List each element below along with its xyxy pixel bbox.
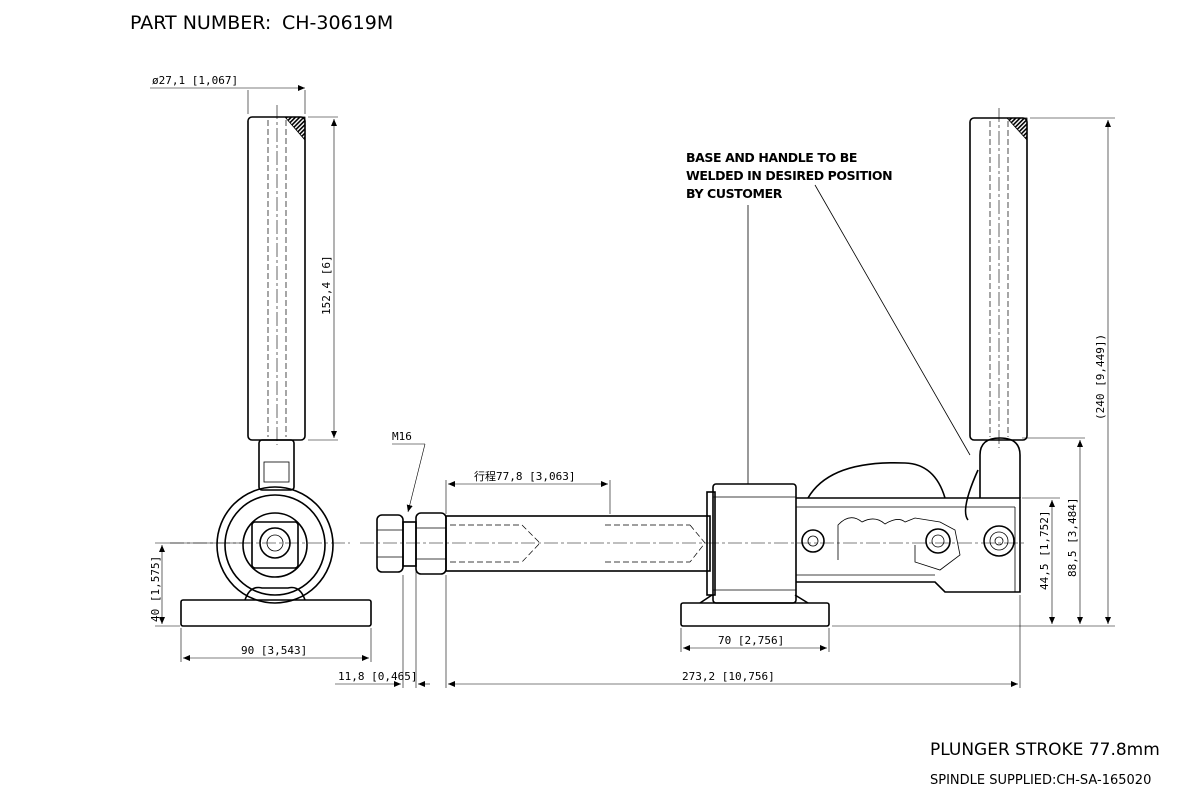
side-plunger-square (251, 521, 299, 569)
dim-side-base-width: 90 [3,543] (241, 644, 307, 657)
front-view (360, 108, 1028, 627)
note-line-3: BY CUSTOMER (686, 186, 783, 201)
dim-stroke: 行程77,8 [3,063] (474, 470, 575, 483)
side-handle-knurl (284, 116, 306, 142)
main-body (796, 497, 1021, 593)
dim-handle-length: 152,4 [6] (320, 255, 333, 315)
side-handle-grip (247, 116, 306, 441)
plunger-stroke-note: PLUNGER STROKE 77.8mm (930, 740, 1160, 760)
side-base-plate (180, 599, 372, 627)
note-line-2: WELDED IN DESIRED POSITION (686, 168, 892, 183)
pivot-pin (983, 525, 1015, 557)
side-handle-stem (258, 439, 295, 491)
dim-axis-height: 44,5 [1,752] (1038, 511, 1051, 590)
spindle-note: SPINDLE SUPPLIED:CH-SA-165020 (930, 773, 1151, 788)
dim-front-base-width: 70 [2,756] (718, 634, 784, 647)
dim-thread: M16 (392, 430, 412, 443)
part-number-value: CH-30619M (282, 12, 393, 34)
dim-body-height: 88,5 [3,484] (1066, 498, 1079, 577)
side-view-dimensions: ø27,1 [1,067] 152,4 [6] 40 [1,575] 90 [3… (149, 74, 372, 662)
dim-overall-length: 273,2 [10,756] (682, 670, 775, 683)
plunger-spindle (445, 515, 711, 572)
bushing-collar (712, 483, 797, 604)
dim-nut-thickness: 11,8 [0,465] (338, 670, 417, 683)
front-base-plate (680, 602, 830, 627)
dim-overall-height: (240 [9,449]) (1094, 334, 1107, 420)
side-body-outer (216, 486, 334, 604)
adjust-nut (415, 512, 447, 575)
link-cover (807, 461, 946, 499)
side-view (170, 105, 372, 627)
dim-handle-diameter: ø27,1 [1,067] (152, 74, 238, 87)
note-line-1: BASE AND HANDLE TO BE (686, 150, 857, 165)
dim-side-height: 40 [1,575] (149, 556, 162, 622)
front-handle-grip (969, 117, 1028, 441)
lock-nut (376, 514, 404, 573)
note-leader-handle (814, 184, 971, 456)
part-number-label: PART NUMBER: (130, 12, 271, 34)
front-handle-stem (979, 437, 1021, 498)
front-view-dimensions: M16 行程77,8 [3,063] 11,8 [0,465] 70 [2,75… (335, 117, 1115, 688)
front-handle-knurl (1006, 117, 1028, 142)
